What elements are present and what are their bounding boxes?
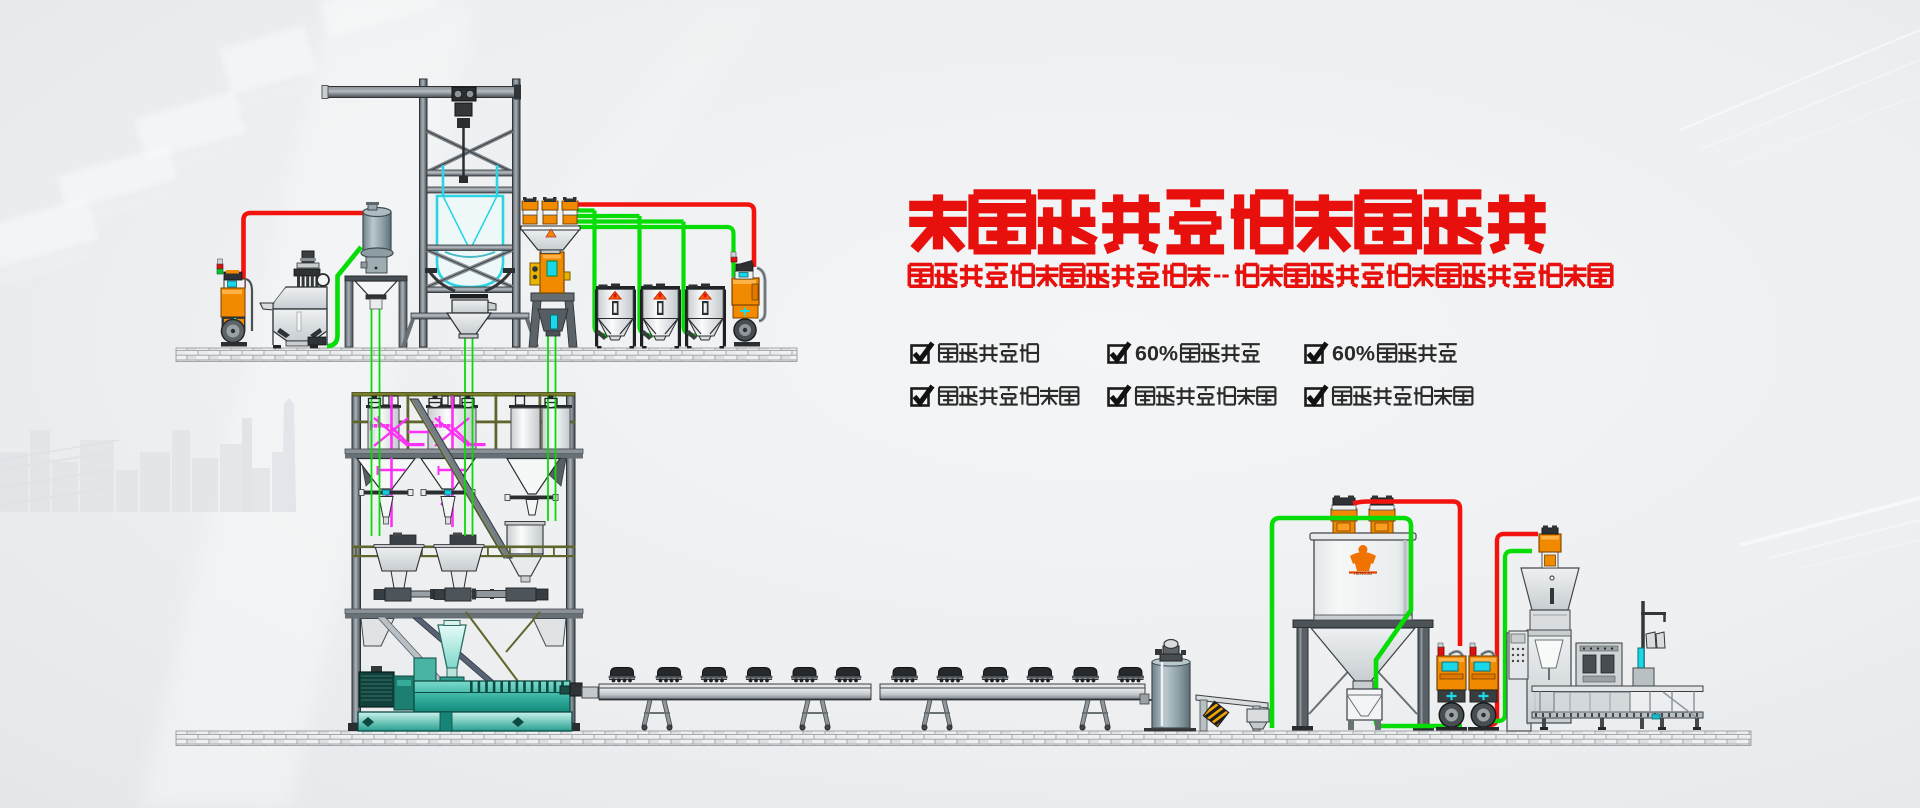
svg-text:HENGJU: HENGJU [1354, 571, 1373, 576]
svg-text:60%: 60% [1135, 342, 1178, 366]
svg-text:--: -- [1213, 261, 1230, 289]
svg-text:60%: 60% [1332, 342, 1375, 366]
